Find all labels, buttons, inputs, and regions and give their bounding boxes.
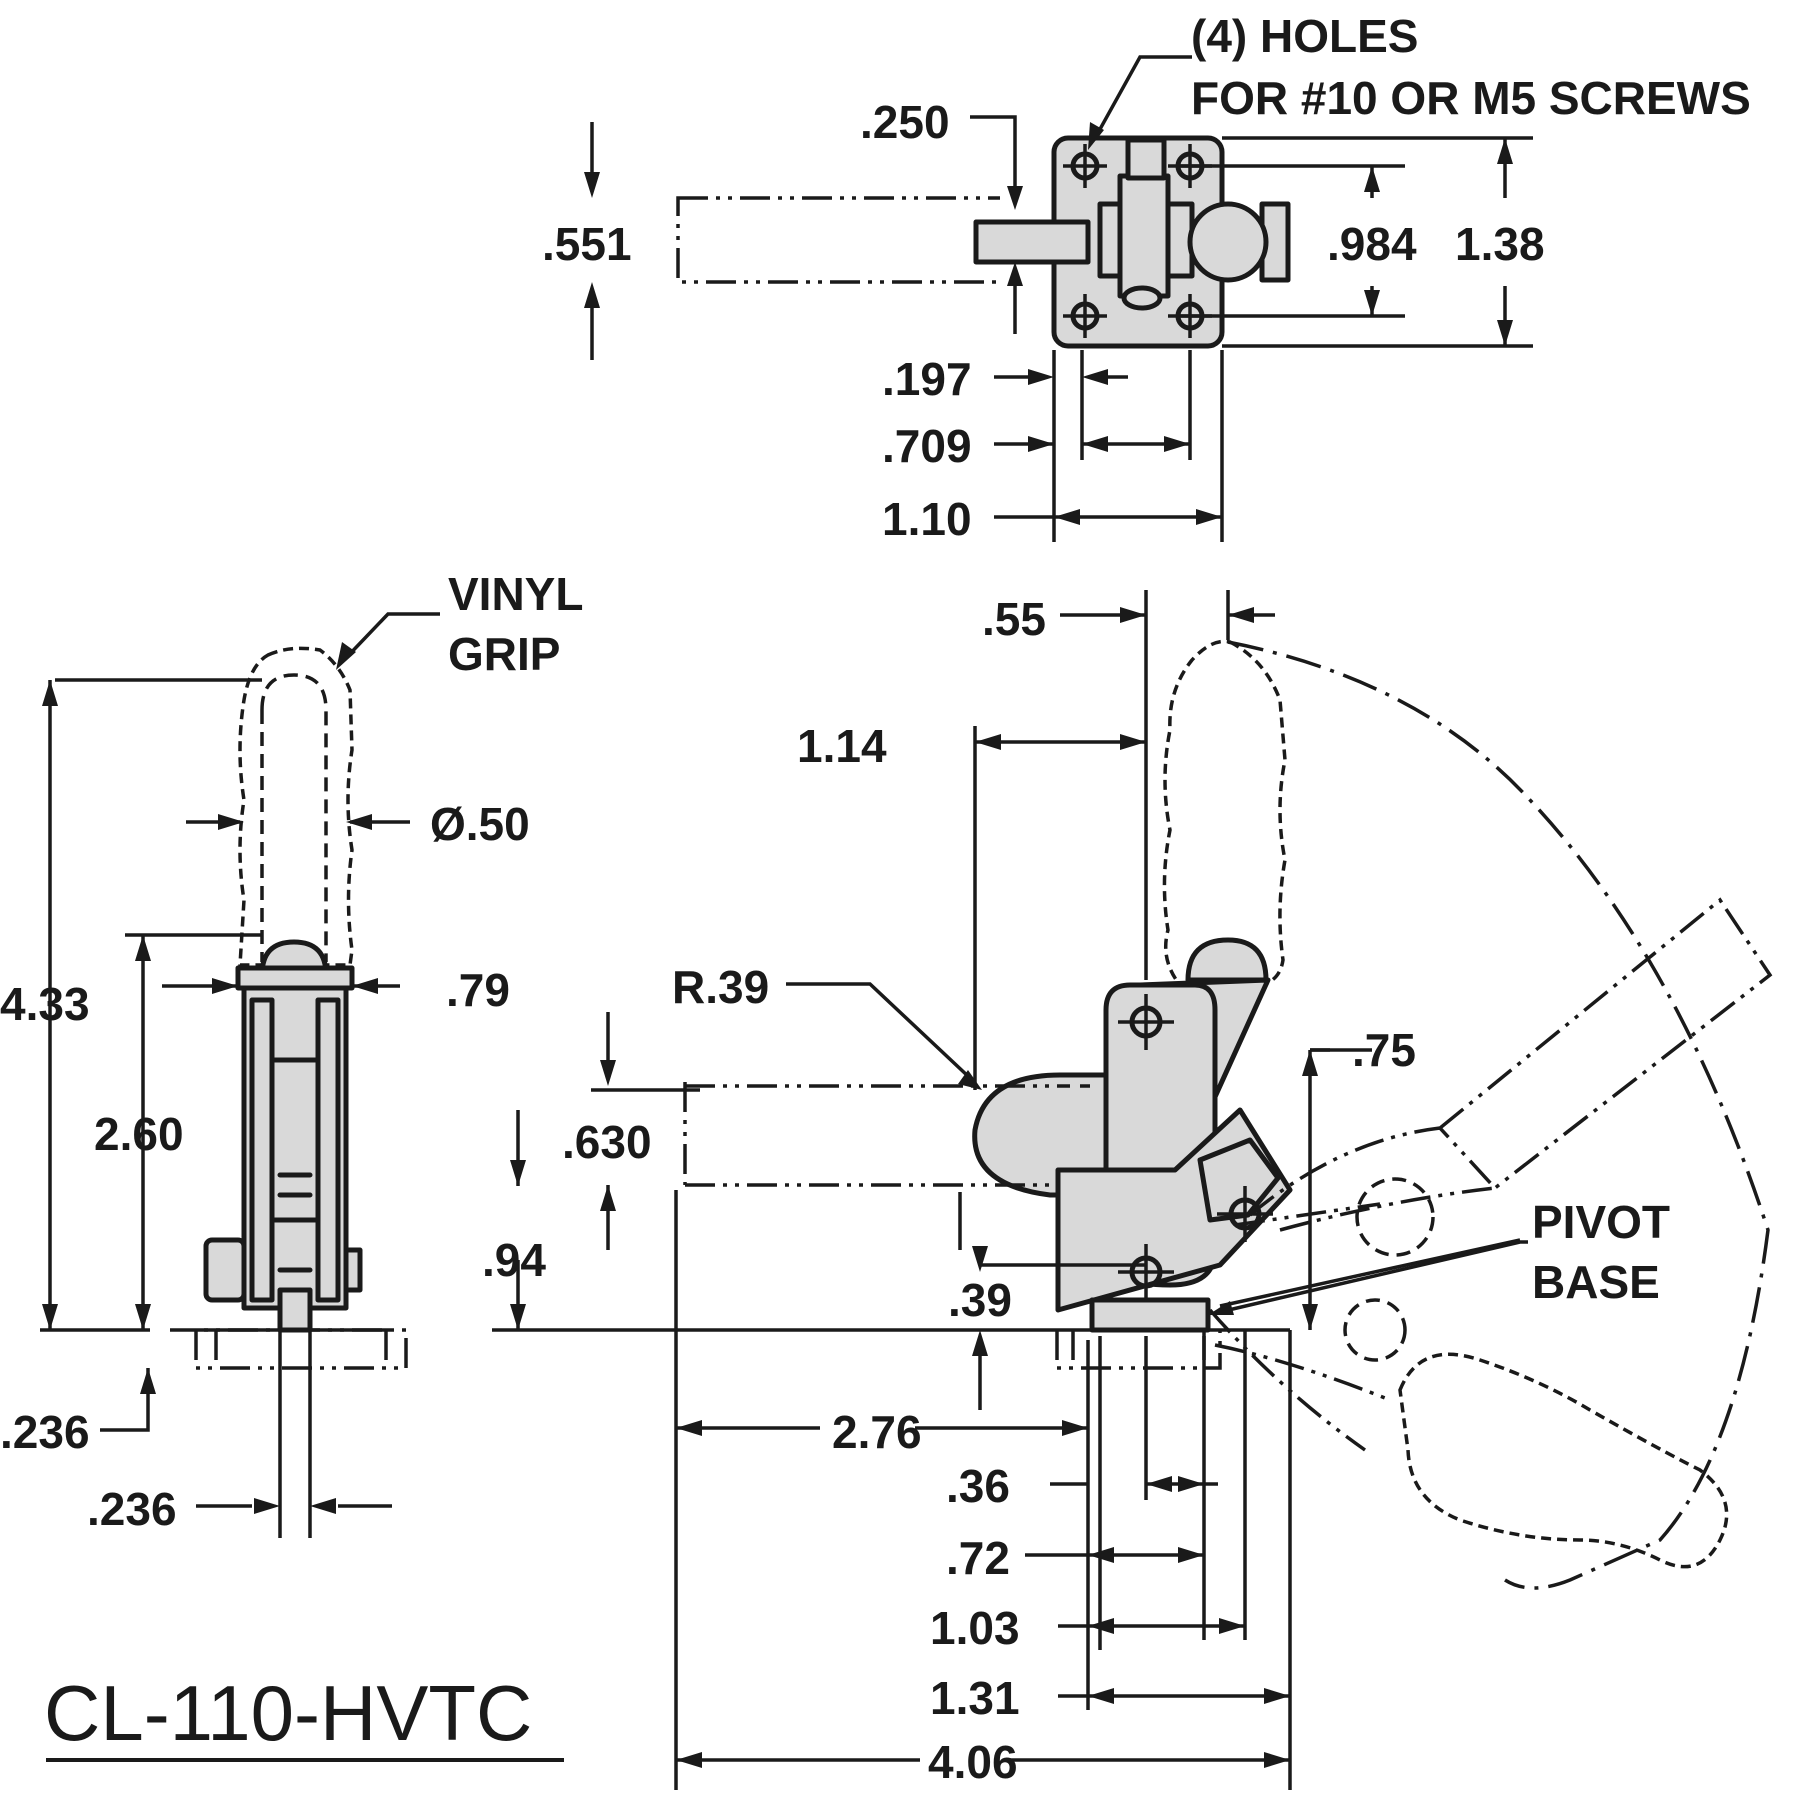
grip-note-line2: GRIP	[448, 628, 560, 680]
dim-72: .72	[946, 1532, 1010, 1584]
labels: (4) HOLES FOR #10 OR M5 SCREWS .250 .551…	[0, 10, 1751, 1788]
top-block	[1125, 137, 1167, 181]
dim-75: .75	[1352, 1024, 1416, 1076]
grip-note-line1: VINYL	[448, 568, 583, 620]
dim-551: .551	[542, 218, 632, 270]
dim-197: .197	[882, 353, 972, 405]
handle-knob	[1187, 201, 1269, 283]
top-cross-bar	[235, 965, 355, 991]
side-stem	[277, 1287, 313, 1333]
holes-note-line2: FOR #10 OR M5 SCREWS	[1191, 72, 1751, 124]
dim-260: 2.60	[94, 1108, 184, 1160]
holes-note-line1: (4) HOLES	[1191, 10, 1418, 62]
dim-276: 2.76	[832, 1406, 922, 1458]
pivot-note-line1: PIVOT	[1532, 1196, 1670, 1248]
dim-79: .79	[446, 964, 510, 1016]
dim-55: .55	[982, 593, 1046, 645]
dim-dia-50: Ø.50	[430, 798, 530, 850]
side-nut	[343, 1247, 363, 1293]
dim-236-b: .236	[87, 1483, 177, 1535]
part-number-title: CL-110-HVTC	[44, 1669, 532, 1757]
dim-984: .984	[1327, 218, 1417, 270]
dim-236-a: .236	[0, 1406, 90, 1458]
side-view	[40, 612, 440, 1538]
spindle-holder	[972, 1072, 1109, 1198]
side-screw	[203, 1237, 247, 1303]
dim-36: .36	[946, 1460, 1010, 1512]
hidden-pin	[1121, 285, 1163, 311]
dim-39: .39	[948, 1274, 1012, 1326]
dim-709: .709	[882, 420, 972, 472]
dim-103: 1.03	[930, 1602, 1020, 1654]
dim-433: 4.33	[0, 978, 90, 1030]
dim-110: 1.10	[882, 493, 972, 545]
dim-406: 4.06	[928, 1736, 1018, 1788]
clamp-arm	[1117, 173, 1171, 299]
dim-r39: R.39	[672, 961, 769, 1013]
dim-630: .630	[562, 1116, 652, 1168]
top-view	[584, 55, 1533, 542]
dim-94: .94	[482, 1234, 546, 1286]
dim-250: .250	[860, 96, 950, 148]
pivot-pins	[1118, 994, 1273, 1300]
dim-131: 1.31	[930, 1672, 1020, 1724]
pivot-note-line2: BASE	[1532, 1256, 1660, 1308]
swing-arc	[1227, 640, 1770, 1590]
side-body	[241, 985, 349, 1311]
front-view	[492, 590, 1773, 1790]
vinyl-grip-outline	[238, 646, 354, 967]
spindle-bar	[973, 219, 1091, 265]
dim-138: 1.38	[1455, 218, 1545, 270]
dim-114: 1.14	[797, 720, 887, 772]
